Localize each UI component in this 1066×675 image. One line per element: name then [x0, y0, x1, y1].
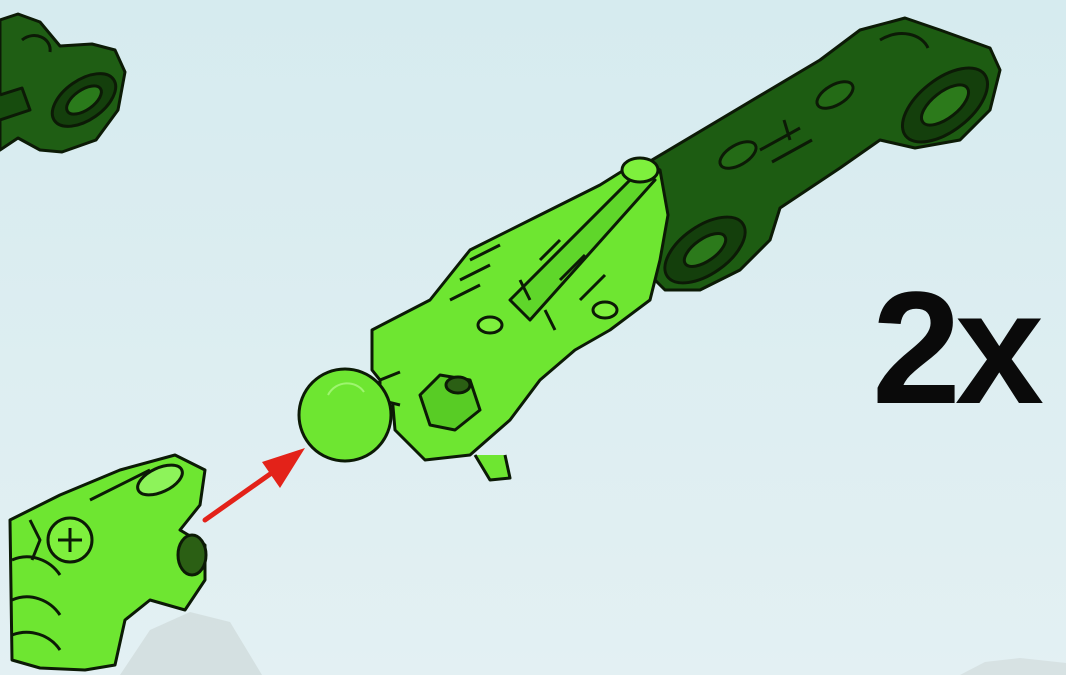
assembly-arrow: [202, 448, 305, 523]
dark-green-limb-beam: [608, 16, 1002, 292]
quantity-label: 2x: [872, 258, 1044, 437]
lime-green-limb-piece: [370, 156, 670, 482]
background-rock-shape-right: [960, 658, 1066, 675]
background-rock-shape: [120, 612, 262, 675]
dark-green-beam-fragment: [0, 12, 127, 154]
lime-green-ball-joint: [297, 367, 393, 463]
lime-green-socket-connector: [8, 453, 208, 672]
